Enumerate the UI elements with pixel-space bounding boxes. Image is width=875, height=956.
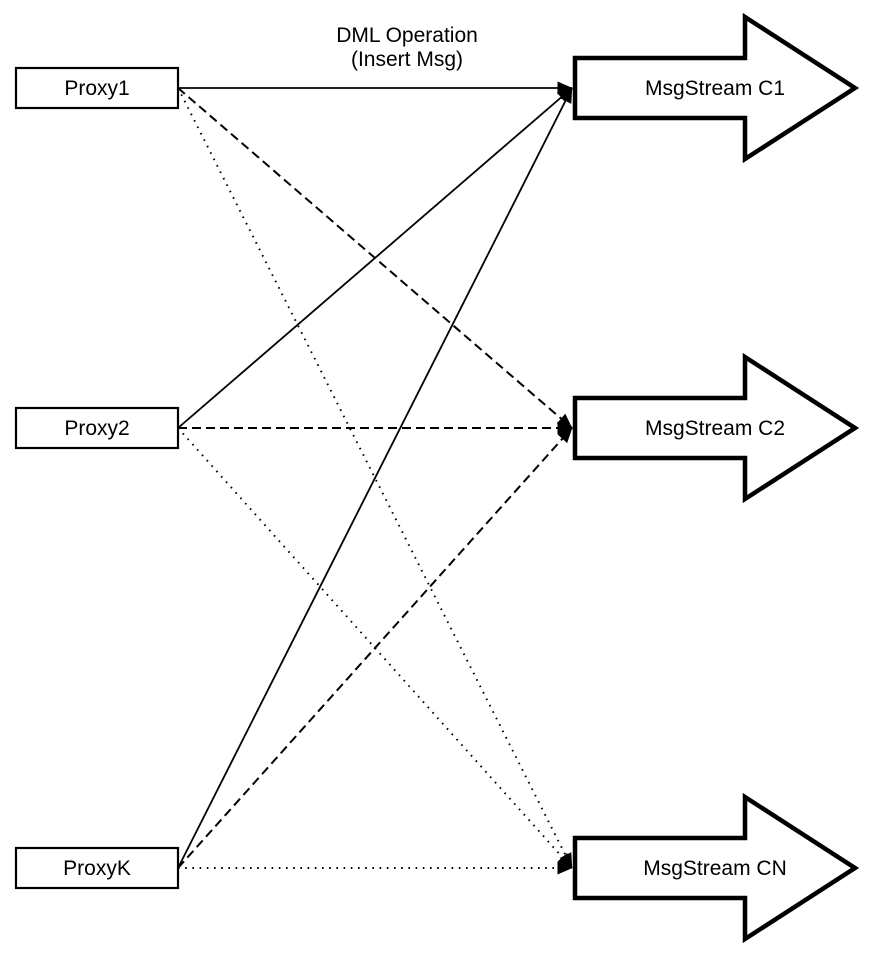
node-cn [572, 792, 860, 944]
edge-proxy1-cn [177, 87, 573, 869]
title-line-2: (Insert Msg) [350, 48, 463, 71]
node-c1-label: MsgStream C1 [645, 77, 785, 100]
node-proxy2 [14, 406, 180, 450]
node-proxyk [14, 846, 180, 890]
edge-proxyk-c1 [177, 87, 573, 869]
node-proxy1 [14, 66, 180, 110]
node-cn-label: MsgStream CN [643, 857, 787, 880]
node-proxyk-label: ProxyK [63, 857, 131, 880]
node-proxy2-label: Proxy2 [64, 417, 129, 440]
node-c2-label: MsgStream C2 [645, 417, 785, 440]
edge-proxyk-c2 [177, 427, 573, 869]
title-line-1: DML Operation [336, 24, 478, 47]
edge-proxy2-c1 [177, 87, 573, 429]
node-c1 [572, 12, 860, 164]
diagram-title: DML Operation (Insert Msg) [282, 24, 532, 72]
node-proxy1-label: Proxy1 [64, 77, 129, 100]
node-c2 [572, 352, 860, 504]
